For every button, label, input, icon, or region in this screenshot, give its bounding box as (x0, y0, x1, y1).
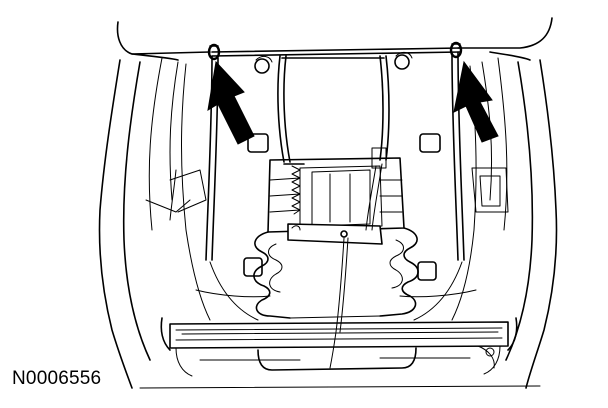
arrow-indicator-right-icon (453, 60, 499, 143)
left-hose-clamp-icon (207, 43, 221, 61)
lower-frame (139, 345, 541, 389)
center-wire-loops (277, 55, 390, 169)
lower-spring-frame (195, 227, 477, 321)
coil-spring (283, 163, 305, 215)
seat-back-outline (116, 17, 553, 61)
right-side-trim (451, 57, 558, 389)
latch-bar (287, 163, 383, 245)
corner-pads (243, 133, 441, 281)
left-side-trim (98, 57, 211, 389)
arrow-indicator-left-icon (207, 60, 255, 145)
release-cable (329, 237, 349, 369)
right-hose-clamp-icon (449, 41, 463, 59)
front-cross-bar (160, 317, 518, 377)
figure-id-label: N0006556 (12, 368, 102, 389)
seat-pan-center (267, 157, 405, 233)
upper-wire-frame (205, 47, 465, 261)
